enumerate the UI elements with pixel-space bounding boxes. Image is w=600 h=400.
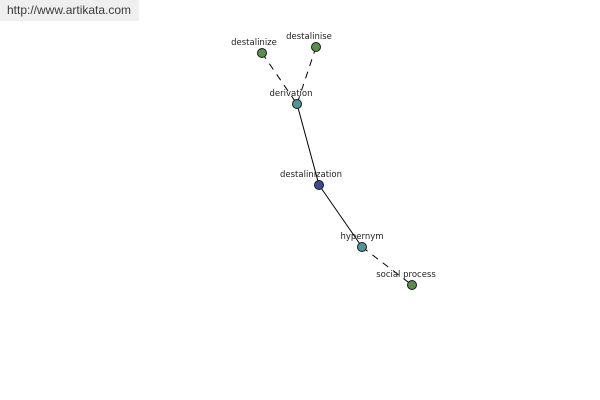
node-destalinize[interactable]: destalinize [231, 38, 277, 58]
edges-layer [261, 46, 413, 286]
node-social_process[interactable]: social process [376, 270, 436, 290]
node-label-destalinise[interactable]: destalinise [286, 32, 332, 42]
edge-hypernym-to-social_process [361, 246, 413, 286]
source-url-watermark[interactable]: http://www.artikata.com [0, 0, 139, 21]
node-derivation[interactable]: derivation [269, 89, 313, 109]
node-destalinization[interactable]: destalinization [280, 170, 342, 190]
node-hypernym[interactable]: hypernym [340, 232, 384, 252]
edge-derivation-to-destalinization [296, 103, 320, 186]
node-label-destalinization[interactable]: destalinization [280, 170, 342, 180]
node-destalinise[interactable]: destalinise [286, 32, 332, 52]
node-circle-social_process[interactable] [407, 280, 417, 290]
nodes-layer: destalinize destalinise derivation destalin… [231, 32, 436, 290]
node-label-destalinize[interactable]: destalinize [231, 38, 277, 48]
node-circle-hypernym[interactable] [357, 242, 367, 252]
node-circle-destalinize[interactable] [257, 48, 267, 58]
edge-destalinize-to-derivation [261, 52, 298, 105]
node-label-hypernym[interactable]: hypernym [340, 232, 383, 242]
node-label-derivation[interactable]: derivation [269, 89, 312, 99]
node-circle-derivation[interactable] [292, 99, 302, 109]
edge-destalinise-to-derivation [296, 46, 317, 105]
node-circle-destalinise[interactable] [311, 42, 321, 52]
node-circle-destalinization[interactable] [314, 180, 324, 190]
node-label-social_process[interactable]: social process [376, 270, 436, 280]
edge-destalinization-to-hypernym [318, 184, 363, 248]
